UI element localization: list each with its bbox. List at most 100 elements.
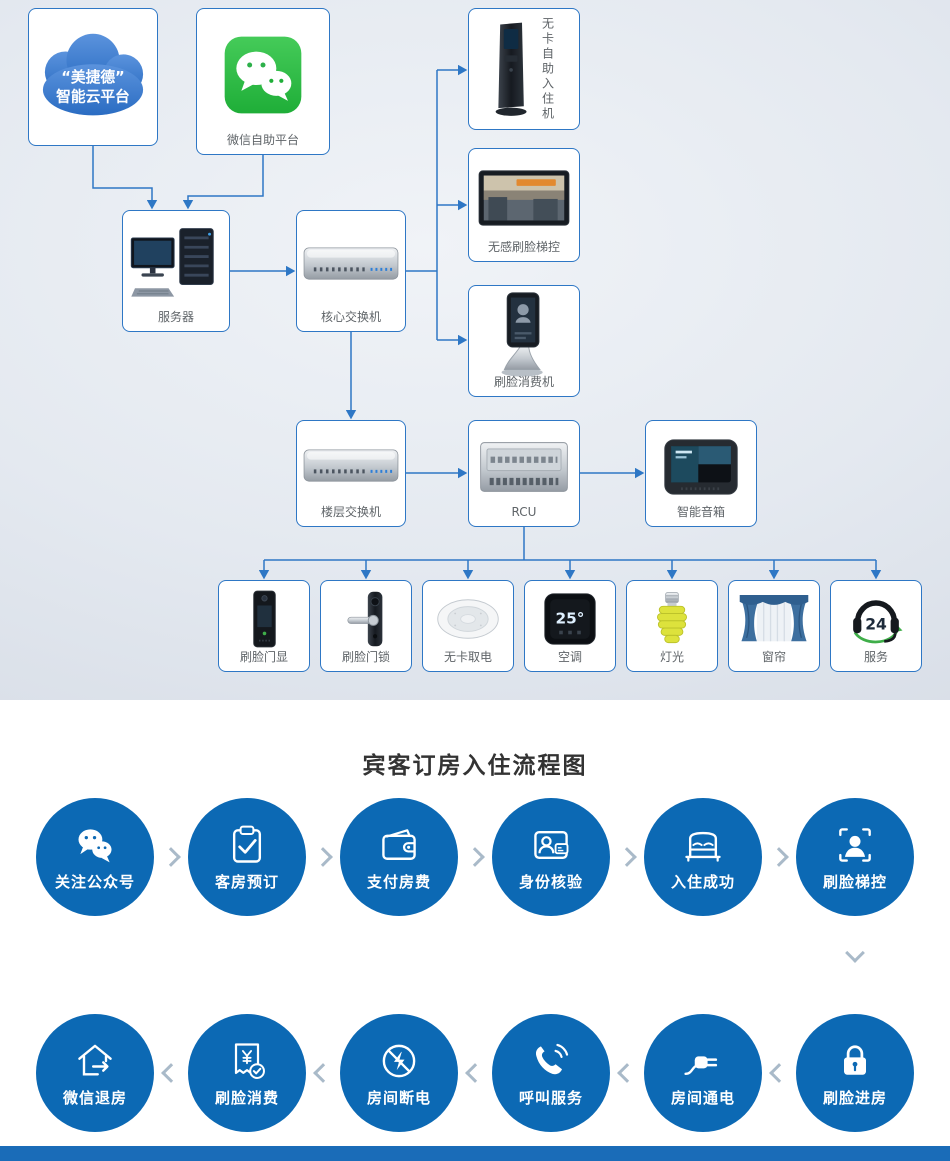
flow-step-label: 刷脸进房 [822, 1088, 887, 1107]
flow-step-label: 身份核验 [518, 872, 583, 891]
flow-step-label: 呼叫服务 [518, 1088, 583, 1107]
chevron-right-icon [769, 847, 789, 867]
chevron-left-icon [161, 1063, 181, 1083]
flow-row-1: 关注公众号 客房预订 支付房费 [0, 798, 950, 916]
node-wechat-platform: 微信自助平台 [196, 8, 330, 155]
flow-row-2: 微信退房 刷脸消费 房间断电 [0, 1014, 950, 1132]
chevron-right-icon [617, 847, 637, 867]
node-label: 楼层交换机 [320, 505, 381, 519]
curtain-icon [739, 595, 809, 642]
node-label: 微信自助平台 [226, 133, 299, 147]
identity-icon [534, 830, 569, 859]
flow-step-label: 入住成功 [670, 872, 735, 891]
flow-step-pay-room-fee: 支付房费 [340, 798, 458, 916]
server-icon [130, 228, 214, 297]
flow-step-label: 客房预订 [214, 872, 279, 891]
lock-icon [844, 1044, 866, 1075]
chevron-left-icon [313, 1063, 333, 1083]
flow-step-label: 刷脸消费 [214, 1088, 279, 1107]
service-24h-icon: 24 [853, 599, 903, 643]
phone-icon [535, 1043, 569, 1074]
cloud-name: “美捷德” [61, 67, 125, 85]
flow-step-face-payment: 刷脸消费 [188, 1014, 306, 1132]
plug-icon [684, 1055, 718, 1075]
kiosk-icon [495, 22, 527, 116]
flow-step-checkin-success: 入住成功 [644, 798, 762, 916]
node-rcu: RCU [468, 420, 580, 527]
hotel-system-topology: “美捷德” 智能云平台 [0, 0, 950, 700]
flow-step-label: 房间断电 [366, 1088, 431, 1107]
node-elevator-control: 无感刷脸梯控 [468, 148, 580, 262]
node-cardless-power: 无卡取电 [422, 580, 514, 672]
elevator-screen-icon [478, 170, 570, 226]
node-server: 服务器 [122, 210, 230, 332]
ac-temperature: 25° [556, 610, 585, 628]
connector-lines [92, 64, 882, 580]
node-label: RCU [511, 505, 537, 519]
flow-step-face-entry: 刷脸进房 [796, 1014, 914, 1132]
flow-step-follow-account: 关注公众号 [36, 798, 154, 916]
power-saver-icon [437, 599, 499, 639]
node-label: 核心交换机 [320, 310, 381, 324]
node-label: 智能音箱 [676, 505, 725, 519]
flow-turn-connector [0, 916, 950, 996]
chevron-left-icon [617, 1063, 637, 1083]
node-label: 刷脸门锁 [341, 650, 390, 664]
chevron-left-icon [769, 1063, 789, 1083]
node-core-switch: 核心交换机 [296, 210, 406, 332]
flow-step-label: 刷脸梯控 [822, 872, 887, 891]
node-cloud-platform: “美捷德” 智能云平台 [28, 8, 158, 146]
node-door-lock: 刷脸门锁 [320, 580, 412, 672]
node-lighting: 灯光 [626, 580, 718, 672]
flow-step-face-elevator: 刷脸梯控 [796, 798, 914, 916]
flow-step-label: 关注公众号 [54, 872, 135, 891]
node-label: 服务 [863, 650, 888, 664]
payment-terminal-icon [501, 292, 543, 377]
node-label: 无感刷脸梯控 [487, 240, 560, 254]
booking-icon [232, 825, 262, 863]
rcu-icon [480, 441, 568, 492]
flow-step-label: 支付房费 [366, 872, 431, 891]
flow-step-room-booking: 客房预订 [188, 798, 306, 916]
power-off-icon [382, 1044, 416, 1077]
node-service: 24 服务 [830, 580, 922, 672]
node-label: 刷脸消费机 [493, 375, 554, 389]
footer-bar [0, 1146, 950, 1161]
bed-icon [685, 831, 721, 862]
service-24-badge: 24 [865, 615, 887, 633]
chevron-left-icon [465, 1063, 485, 1083]
flow-title: 宾客订房入住流程图 [362, 753, 588, 779]
flow-step-wechat-checkout: 微信退房 [36, 1014, 154, 1132]
switch-icon [303, 449, 399, 482]
door-display-icon [252, 590, 276, 648]
node-curtains: 窗帘 [728, 580, 820, 672]
flow-step-label: 微信退房 [62, 1088, 127, 1107]
node-label: 灯光 [659, 650, 684, 664]
node-door-display: 刷脸门显 [218, 580, 310, 672]
node-label: 刷脸门显 [239, 650, 288, 664]
chevron-down-icon [845, 943, 865, 963]
flow-step-label: 房间通电 [670, 1088, 735, 1107]
flow-step-room-power-on: 房间通电 [644, 1014, 762, 1132]
node-smart-speaker: 智能音箱 [645, 420, 757, 527]
flow-step-call-service: 呼叫服务 [492, 1014, 610, 1132]
cloud-icon: “美捷德” 智能云平台 [42, 33, 144, 115]
flow-step-room-power-off: 房间断电 [340, 1014, 458, 1132]
node-label: 空调 [557, 650, 582, 664]
receipt-icon [234, 1042, 265, 1079]
home-exit-icon [78, 1044, 112, 1075]
chevron-right-icon [465, 847, 485, 867]
wechat-icon [78, 828, 112, 862]
smart-speaker-icon [664, 438, 738, 495]
wallet-icon [382, 828, 416, 860]
node-floor-switch: 楼层交换机 [296, 420, 406, 527]
bulb-icon [657, 592, 687, 644]
node-label: 窗帘 [761, 650, 786, 664]
node-label: 服务器 [157, 310, 194, 324]
flow-step-identity-check: 身份核验 [492, 798, 610, 916]
thermostat-icon: 25° [544, 593, 596, 645]
cloud-subtitle: 智能云平台 [56, 87, 130, 105]
node-air-conditioner: 25° 空调 [524, 580, 616, 672]
door-lock-icon [347, 591, 383, 647]
